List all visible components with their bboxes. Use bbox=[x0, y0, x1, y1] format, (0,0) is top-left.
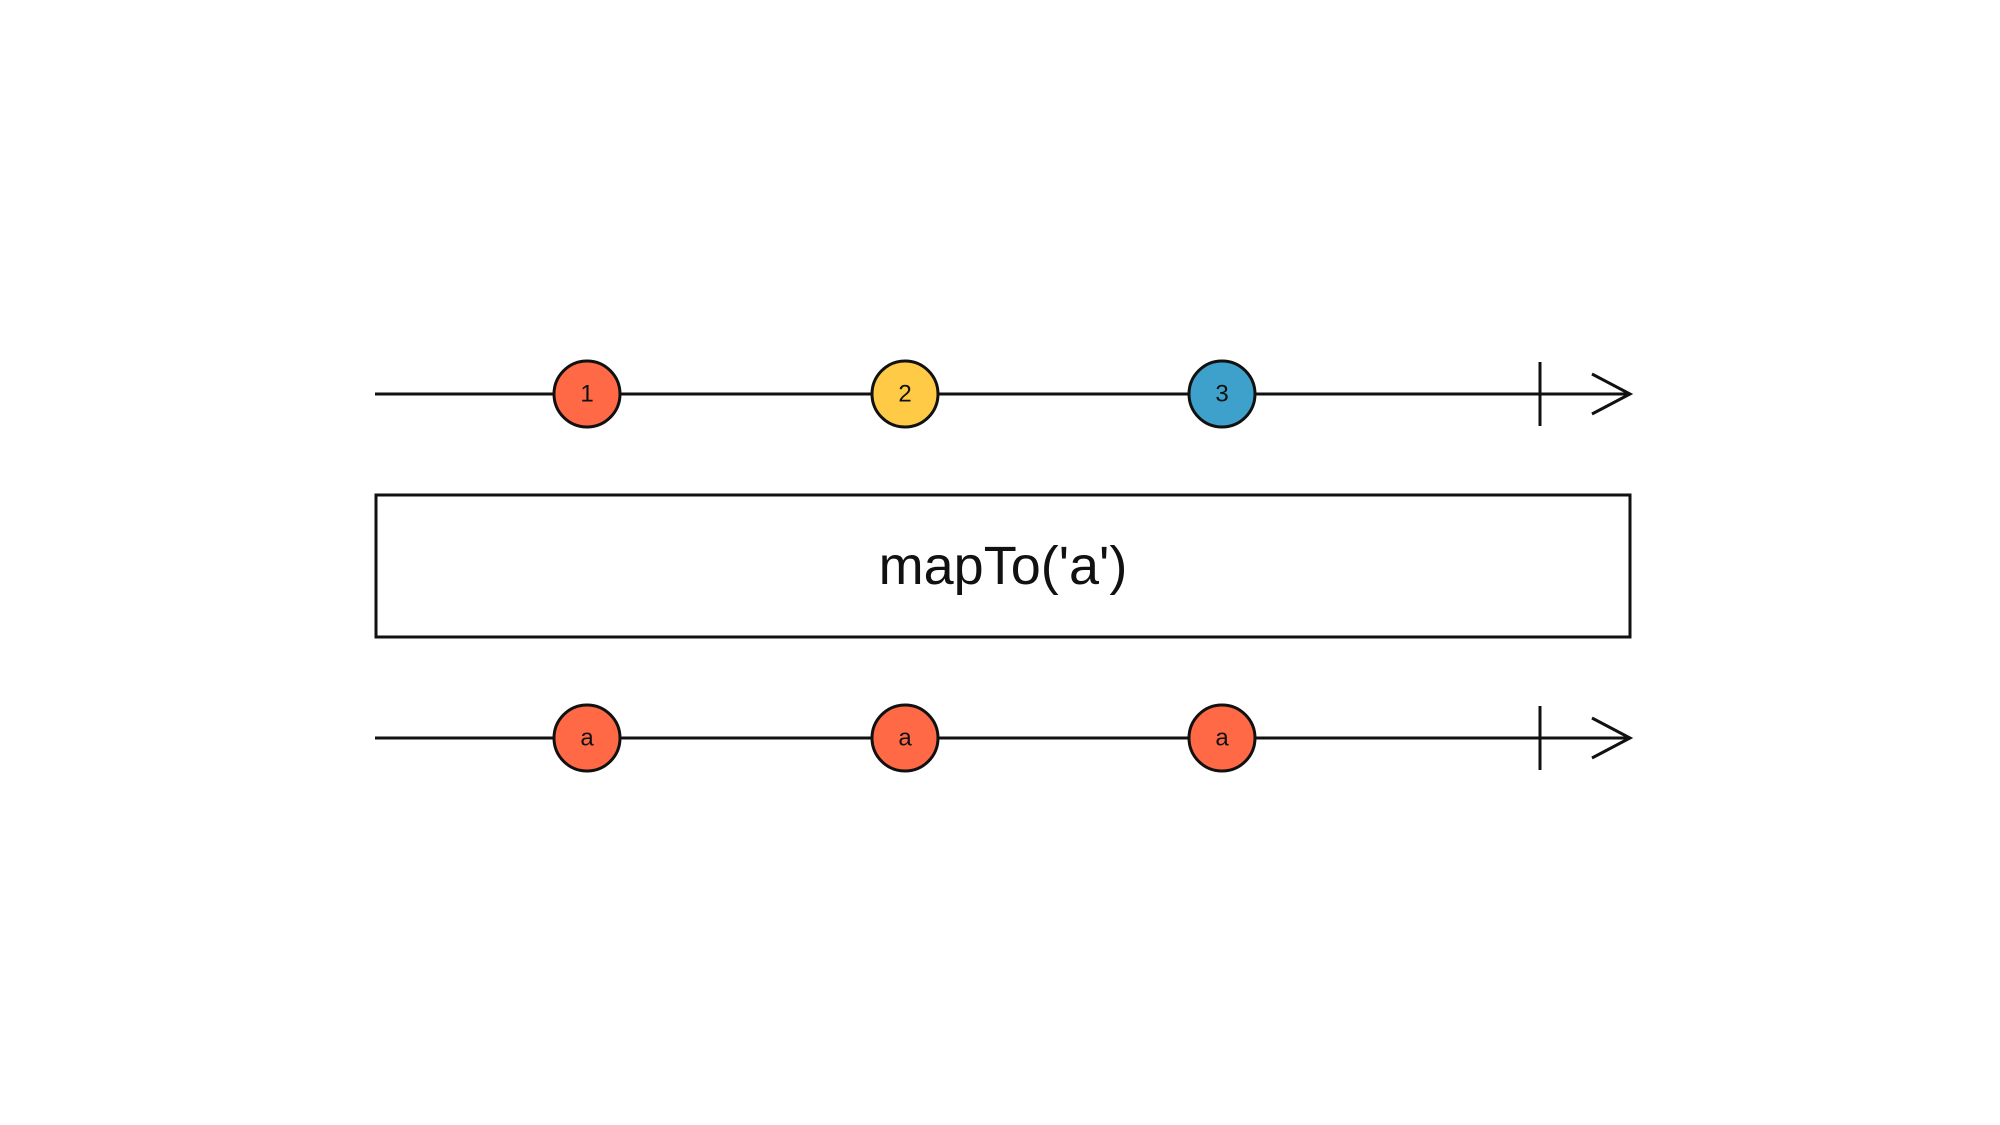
output-arrow-head-icon bbox=[1591, 716, 1634, 760]
output-marble-label: a bbox=[1215, 725, 1229, 752]
input-marble-circle bbox=[870, 359, 940, 429]
operator-label: mapTo('a') bbox=[879, 536, 1128, 596]
output-marble: a bbox=[552, 703, 622, 773]
input-marble: 2 bbox=[870, 359, 940, 429]
operator-box bbox=[374, 493, 1632, 639]
input-marble: 3 bbox=[1187, 359, 1257, 429]
input-marble-circle bbox=[552, 359, 622, 429]
input-stream: 1 2 3 bbox=[375, 359, 1634, 429]
input-marble-label: 1 bbox=[580, 381, 593, 408]
operator: mapTo('a') bbox=[374, 493, 1632, 639]
output-marble-circle bbox=[870, 703, 940, 773]
input-marble: 1 bbox=[552, 359, 622, 429]
input-marble-circle bbox=[1187, 359, 1257, 429]
output-marble: a bbox=[1187, 703, 1257, 773]
input-marble-label: 3 bbox=[1215, 381, 1228, 408]
output-marble-circle bbox=[552, 703, 622, 773]
input-marble-label: 2 bbox=[898, 381, 911, 408]
output-marble-label: a bbox=[580, 725, 594, 752]
input-arrow-head-icon bbox=[1591, 372, 1634, 416]
output-marble: a bbox=[870, 703, 940, 773]
output-marble-label: a bbox=[898, 725, 912, 752]
output-stream: a a a bbox=[375, 703, 1634, 773]
output-marble-circle bbox=[1187, 703, 1257, 773]
